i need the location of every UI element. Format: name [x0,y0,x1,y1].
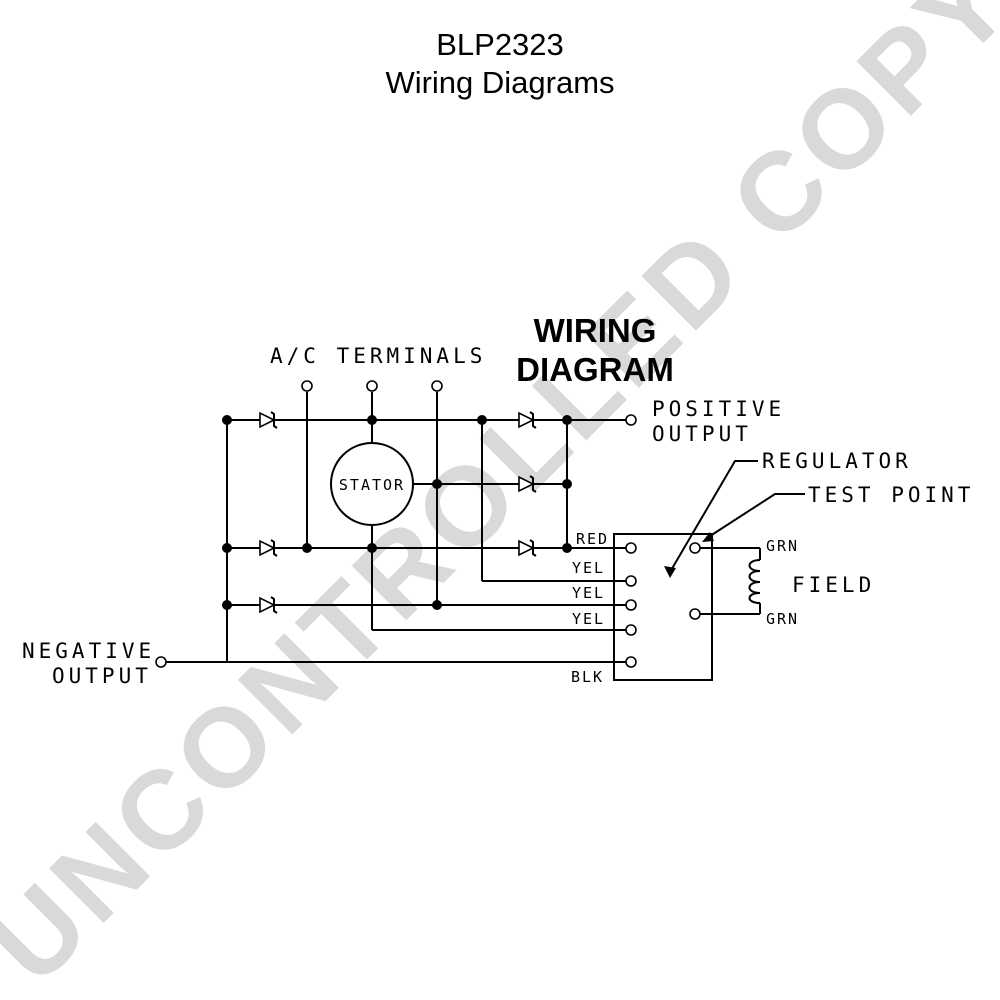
wire-label-yel-1: YEL [572,559,605,577]
regulator-leader [669,460,758,573]
negative-output-label-line1: NEGATIVE [22,639,155,663]
wire-label-yel-2: YEL [572,584,605,602]
diode-icon [518,539,537,557]
positive-output-label-line1: POSITIVE [652,397,785,421]
wire-label-yel-3: YEL [572,610,605,628]
positive-output-label-line2: OUTPUT [652,422,752,446]
diode-icon [259,539,278,557]
diagram-heading-line1: WIRING [534,312,657,349]
page-title: BLP2323 [436,27,564,62]
test-point-leader [706,493,805,539]
diode-icon [518,475,537,493]
negative-output-label-line2: OUTPUT [52,664,152,688]
wire-label-red: RED [576,530,609,548]
stator-icon [330,442,414,526]
ac-terminals-label: A/C TERMINALS [270,344,486,368]
junction-dots [222,415,572,610]
page-header: BLP2323 Wiring Diagrams [0,26,1000,102]
regulator-box [613,533,713,681]
wire-label-blk: BLK [571,668,604,686]
stator-label: STATOR [339,476,405,494]
diode-icon [259,596,278,614]
regulator-label: REGULATOR [762,449,912,473]
terminals [155,380,701,668]
wire-label-grn-bottom: GRN [766,610,799,628]
diode-icon [518,411,537,429]
page-subtitle: Wiring Diagrams [385,65,615,100]
diagram-heading-line2: DIAGRAM [516,351,674,388]
field-label: FIELD [792,573,875,597]
wires [166,392,761,681]
arrow-icon [664,566,676,578]
arrow-icon [702,532,714,542]
wire-label-grn-top: GRN [766,537,799,555]
diode-icon [259,411,278,429]
diodes [259,411,537,614]
field-coil-icon [748,559,761,604]
test-point-label: TEST POINT [808,483,974,507]
